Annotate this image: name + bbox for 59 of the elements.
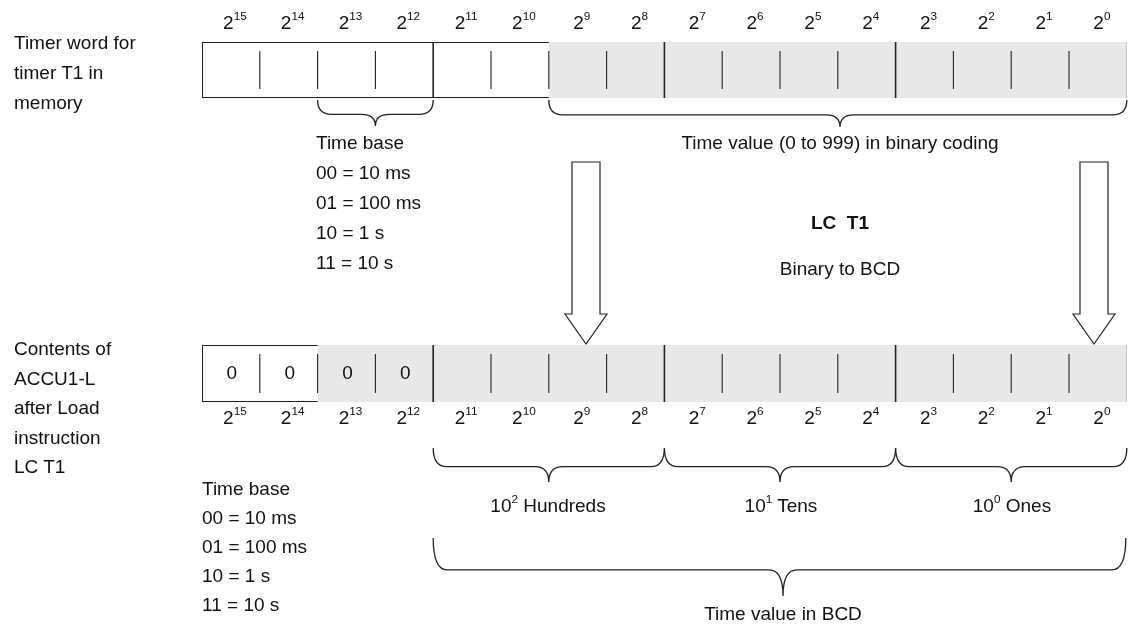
bit-weight-label: 2$^{0}$: [1093, 407, 1111, 429]
bit-weight-label: 2$^{5}$: [804, 407, 822, 429]
bit-weight-label: 2$^{11}$: [454, 12, 478, 34]
bit-weight-label: 2$^{2}$: [977, 407, 995, 429]
bit-value: 0: [226, 361, 238, 384]
bit-weight-label: 2$^{9}$: [573, 12, 591, 34]
bit-weight-label: 2$^{13}$: [338, 407, 363, 429]
bit-weight-label: 2$^{5}$: [804, 12, 822, 34]
decade-label: 10$^{2}$ Hundreds: [490, 495, 606, 517]
bit-weight-label: 2$^{10}$: [512, 12, 536, 34]
bit-weight-label: 2$^{10}$: [512, 407, 536, 429]
bit-weight-label: 2$^{7}$: [688, 407, 706, 429]
bit-weight-label: 2$^{1}$: [1035, 407, 1053, 429]
bit-weight-label: 2$^{6}$: [746, 407, 764, 429]
time-base-text: 10 = 1 s: [202, 565, 271, 587]
time-base-text: 11 = 10 s: [316, 252, 394, 274]
bit-weight-label: 2$^{4}$: [862, 12, 880, 34]
bit-weight-label: 2$^{13}$: [338, 12, 363, 34]
decade-label: 10$^{0}$ Ones: [972, 495, 1052, 517]
time-base-text: 00 = 10 ms: [316, 162, 411, 184]
decade-label: 10$^{1}$ Tens: [744, 495, 818, 517]
field-label: Time value (0 to 999) in binary coding: [681, 132, 999, 154]
bit-weight-label: 2$^{15}$: [223, 12, 247, 34]
bit-value: 0: [284, 361, 295, 384]
register-bar: [202, 42, 1127, 98]
block-arrow: [563, 161, 609, 346]
time-base-text: 11 = 10 s: [202, 594, 280, 616]
bit-weight-label: 2$^{15}$: [223, 407, 247, 429]
bit-weight-label: 2$^{0}$: [1093, 12, 1111, 34]
bit-weight-label: 2$^{7}$: [688, 12, 706, 34]
bit-weight-label: 2$^{14}$: [280, 407, 305, 429]
time-base-text: Time base: [202, 478, 290, 500]
time-base-text: 01 = 100 ms: [202, 536, 308, 558]
bit-weight-label: 2$^{12}$: [396, 12, 421, 34]
time-base-text: 01 = 100 ms: [316, 192, 422, 214]
bit-weight-label: 2$^{11}$: [454, 407, 478, 429]
bit-weight-label: 2$^{12}$: [396, 407, 421, 429]
bit-weight-label: 2$^{4}$: [862, 407, 880, 429]
bit-weight-label: 2$^{3}$: [919, 12, 938, 34]
bit-weight-label: 2$^{6}$: [746, 12, 764, 34]
bit-weight-label: 2$^{2}$: [977, 12, 995, 34]
time-base-text: Time base: [316, 132, 404, 154]
bit-weight-label: 2$^{9}$: [573, 407, 591, 429]
register-bar: [202, 345, 1127, 402]
register-caption: Contents of ACCU1-L after Load instruction LC T1: [14, 337, 113, 479]
block-arrow: [1071, 161, 1117, 346]
bit-weight-label: 2$^{8}$: [630, 12, 649, 34]
instruction-label: LC T1: [810, 212, 870, 234]
bit-value: 0: [400, 361, 411, 384]
field-label: Time value in BCD: [704, 603, 862, 625]
bit-weight-label: 2$^{8}$: [630, 407, 649, 429]
bit-value: 0: [342, 361, 353, 384]
time-base-text: 10 = 1 s: [316, 222, 385, 244]
register-caption: Timer word for timer T1 in memory: [14, 31, 137, 115]
bit-weight-label: 2$^{14}$: [280, 12, 305, 34]
time-base-text: 00 = 10 ms: [202, 507, 297, 529]
bit-weight-label: 2$^{1}$: [1035, 12, 1053, 34]
bit-weight-label: 2$^{3}$: [919, 407, 938, 429]
conversion-label: Binary to BCD: [779, 258, 901, 280]
